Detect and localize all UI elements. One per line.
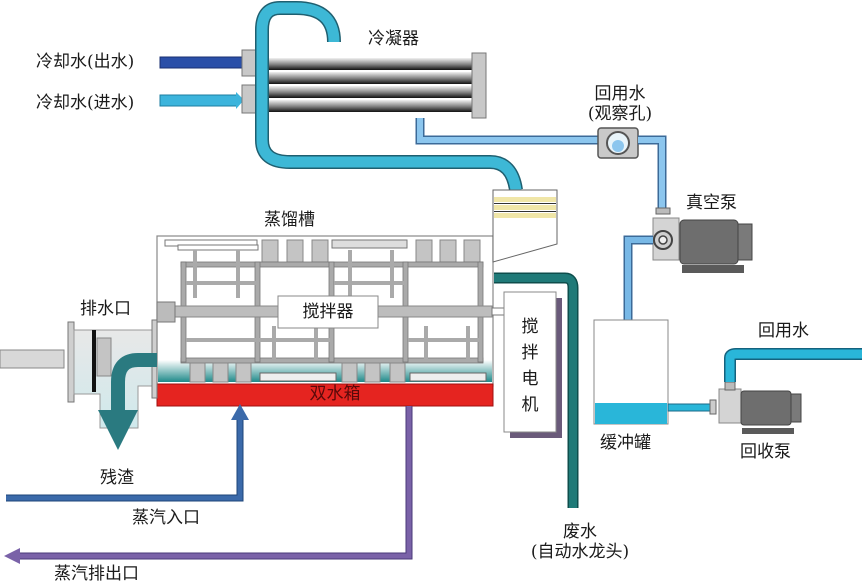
condenser-loop-water <box>256 2 522 192</box>
steam-inlet-pipe <box>6 418 243 501</box>
vacuum-pump <box>652 207 753 273</box>
steam-outlet-label: 蒸汽排出口 <box>54 564 139 584</box>
distill-tank-label: 蒸馏槽 <box>264 210 315 230</box>
drain-outlet-label: 排水口 <box>80 299 131 319</box>
buffer-tank-label: 缓冲罐 <box>600 433 651 453</box>
residue-arrow-icon <box>98 410 138 450</box>
agitator-label: 搅拌器 <box>302 302 354 322</box>
residue-flow <box>111 353 157 410</box>
steam-outlet-arrow-icon <box>4 548 20 564</box>
vacuum-to-buffer-pipe <box>625 237 653 320</box>
condenser-label: 冷凝器 <box>368 29 419 49</box>
steam-outlet-pipe <box>18 406 412 559</box>
agitator-motor-label: 搅 拌 电 机 <box>521 317 539 415</box>
double-water-box-label: 双水箱 <box>309 384 361 404</box>
recycled-water-out-label: 回用水 <box>758 321 809 341</box>
recycled-water-out-pipe <box>725 349 862 382</box>
waste-water-label: 废水 <box>563 522 597 542</box>
cooling-water-in-pipe <box>159 92 244 109</box>
vacuum-pump-label: 真空泵 <box>686 193 737 213</box>
steam-inlet-label: 蒸汽入口 <box>132 508 200 528</box>
buffer-tank <box>593 319 669 425</box>
cooling-water-out-label: 冷却水(出水) <box>36 52 135 72</box>
sight-to-vacuum-pipe <box>638 137 665 212</box>
recycled-water-sight-label: 回用水 <box>594 84 646 104</box>
distillation-tank <box>156 189 558 387</box>
auto-tap-label: (自动水龙头) <box>530 542 630 562</box>
condenser <box>241 49 487 119</box>
recovery-pump-label: 回收泵 <box>740 442 791 462</box>
agitator-box <box>277 295 379 329</box>
recovery-pump <box>709 381 802 434</box>
residue-label: 残渣 <box>100 468 134 488</box>
sight-glass <box>597 127 639 159</box>
sight-glass-label: (观察孔) <box>587 104 653 124</box>
agitator-motor <box>503 291 562 438</box>
waste-water-pipe <box>494 274 577 508</box>
steam-inlet-arrow-icon <box>231 404 249 420</box>
cooling-water-out-pipe <box>159 56 243 69</box>
cooling-water-in-label: 冷却水(进水) <box>36 93 135 113</box>
recycle-pipe-top <box>415 118 598 145</box>
buffer-to-recovery-pipe <box>667 403 715 412</box>
